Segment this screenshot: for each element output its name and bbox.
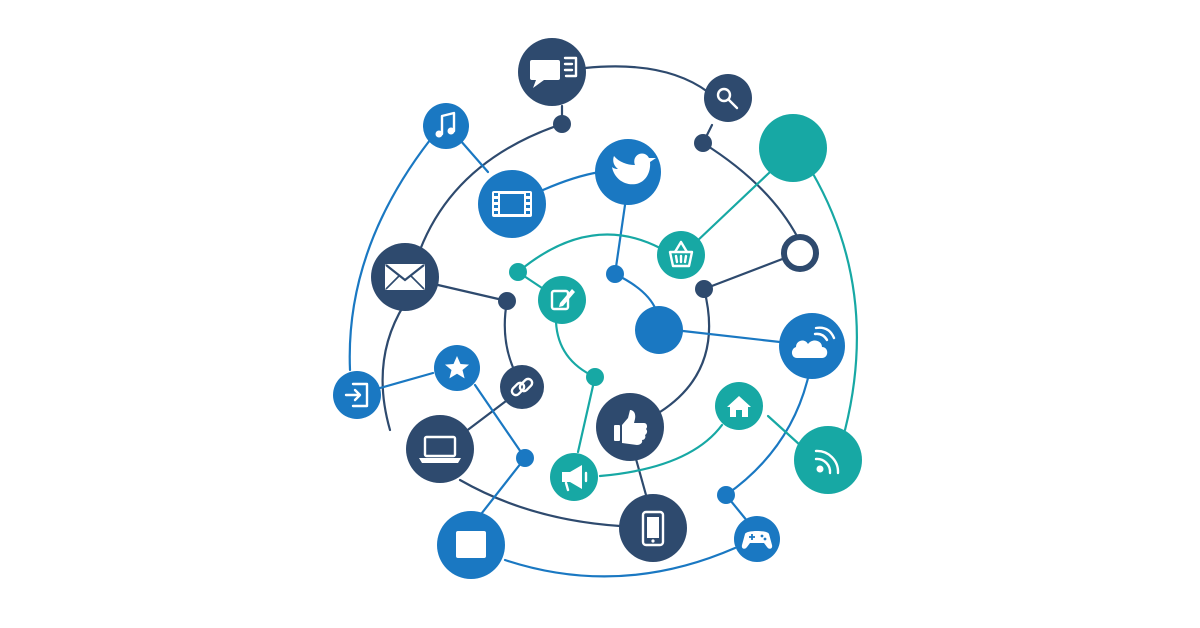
shopping-basket-icon xyxy=(657,231,705,279)
link-icon xyxy=(500,365,544,409)
music-note-icon xyxy=(423,103,469,149)
ring-icon xyxy=(781,234,819,272)
junction-dot xyxy=(695,280,713,298)
junction-dot xyxy=(606,265,624,283)
envelope-icon xyxy=(371,243,439,311)
tablet-icon xyxy=(437,511,505,579)
search-icon xyxy=(704,74,752,122)
film-strip-icon xyxy=(478,170,546,238)
thumbs-up-icon xyxy=(596,393,664,461)
chat-bubbles-icon xyxy=(518,38,586,106)
twitter-bird-icon xyxy=(595,139,661,205)
star-icon xyxy=(434,345,480,391)
junction-dot xyxy=(509,263,527,281)
junction-dot xyxy=(694,134,712,152)
laptop-icon xyxy=(406,415,474,483)
smartphone-icon xyxy=(619,494,687,562)
icon-nodes xyxy=(333,38,862,579)
megaphone-icon xyxy=(550,453,598,501)
junction-dot xyxy=(717,486,735,504)
edit-note-icon xyxy=(538,276,586,324)
rss-icon xyxy=(794,426,862,494)
teal-circle-icon xyxy=(759,114,827,182)
center-node-icon xyxy=(635,306,683,354)
junction-dots xyxy=(498,115,735,504)
junction-dot xyxy=(553,115,571,133)
junction-dot xyxy=(516,449,534,467)
home-icon xyxy=(715,382,763,430)
junction-dot xyxy=(498,292,516,310)
connection-lines xyxy=(348,65,858,578)
junction-dot xyxy=(586,368,604,386)
cloud-wifi-icon xyxy=(779,313,845,379)
login-icon xyxy=(333,371,381,419)
gamepad-icon xyxy=(734,516,780,562)
